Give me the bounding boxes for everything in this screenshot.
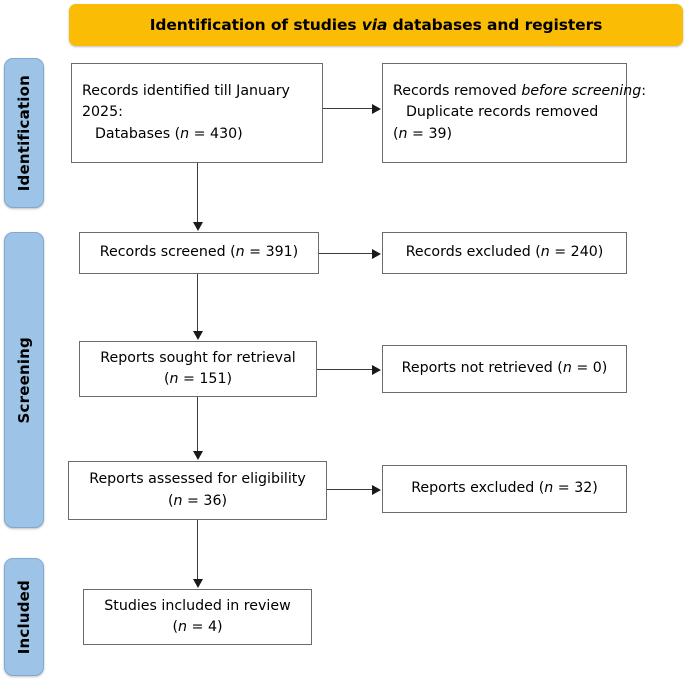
stage-label-identification-text: Identification xyxy=(15,74,33,192)
node-reports-assessed-line2-suffix: = 36) xyxy=(182,492,228,509)
node-records-identified-line3: Databases (n = 430) xyxy=(82,124,312,145)
node-records-identified-line3-italic: n xyxy=(180,125,190,142)
node-records-removed: Records removed before screening: Duplic… xyxy=(382,63,646,163)
diagram-header-banner: Identification of studies via databases … xyxy=(69,4,683,46)
node-reports-assessed: Reports assessed for eligibility (n = 36… xyxy=(68,461,327,520)
node-reports-not-retrieved-line1-suffix: = 0) xyxy=(571,360,608,377)
stage-label-included: Included xyxy=(4,558,44,676)
node-reports-assessed-line1: Reports assessed for eligibility xyxy=(89,471,306,488)
stage-label-screening: Screening xyxy=(4,232,44,528)
node-records-identified-line1: Records identified till January xyxy=(82,83,290,100)
node-reports-not-retrieved-line1-italic: n xyxy=(562,360,572,377)
node-studies-included-line2: (n = 4) xyxy=(172,617,222,638)
node-studies-included-line2-suffix: = 4) xyxy=(187,619,223,635)
connector-screened-to-excluded xyxy=(319,253,373,254)
connector-assessed-to-excluded xyxy=(327,489,373,490)
arrowhead-down-icon xyxy=(193,222,203,231)
node-records-identified-line3-prefix: Databases ( xyxy=(95,125,181,142)
diagram-title-prefix: Identification of studies xyxy=(149,16,362,34)
node-records-screened-line1: Records screened (n = 391) xyxy=(100,242,298,263)
node-studies-included: Studies included in review (n = 4) xyxy=(83,589,312,645)
node-records-identified-line2: 2025: xyxy=(82,104,123,121)
node-records-excluded-line1-suffix: = 240) xyxy=(549,244,604,261)
node-records-screened-line1-prefix: Records screened ( xyxy=(99,244,236,261)
node-reports-assessed-line2-italic: n xyxy=(173,492,183,509)
connector-screened-to-sought xyxy=(197,274,198,334)
node-records-excluded-line1-prefix: Records excluded ( xyxy=(405,244,541,261)
node-records-removed-line1: Records removed before screening: xyxy=(393,81,646,102)
diagram-title-suffix: databases and registers xyxy=(387,16,603,34)
arrowhead-down-icon xyxy=(193,331,203,340)
node-records-removed-line1-italic: before screening xyxy=(521,83,642,100)
node-studies-included-line2-prefix: ( xyxy=(172,619,179,635)
connector-assessed-to-included xyxy=(197,520,198,582)
node-reports-not-retrieved-line1-prefix: Reports not retrieved ( xyxy=(401,360,563,377)
node-records-excluded: Records excluded (n = 240) xyxy=(382,232,627,274)
arrowhead-right-icon xyxy=(372,249,381,259)
arrowhead-down-icon xyxy=(193,451,203,460)
node-reports-excluded-line1-prefix: Reports excluded ( xyxy=(411,480,545,497)
arrowhead-right-icon xyxy=(372,104,381,114)
stage-label-identification: Identification xyxy=(4,58,44,208)
node-studies-included-line1: Studies included in review xyxy=(104,597,291,614)
connector-identified-to-screened xyxy=(197,163,198,225)
diagram-title-italic: via xyxy=(361,16,388,34)
node-studies-included-line2-italic: n xyxy=(178,619,188,635)
node-records-screened: Records screened (n = 391) xyxy=(79,232,319,274)
node-records-identified: Records identified till January 2025: Da… xyxy=(71,63,323,163)
node-reports-sought-line1: Reports sought for retrieval xyxy=(100,349,296,366)
node-reports-assessed-line2: (n = 36) xyxy=(168,491,227,512)
node-reports-excluded-line1-italic: n xyxy=(544,480,554,497)
node-records-removed-line3-suffix: = 39) xyxy=(407,125,453,142)
node-reports-not-retrieved: Reports not retrieved (n = 0) xyxy=(382,345,627,393)
arrowhead-right-icon xyxy=(372,365,381,375)
stage-label-screening-text: Screening xyxy=(15,336,33,424)
node-records-removed-line1-prefix: Records removed xyxy=(393,83,522,100)
node-reports-sought: Reports sought for retrieval (n = 151) xyxy=(79,341,317,397)
node-records-screened-line1-italic: n xyxy=(235,244,245,261)
connector-sought-to-not-retrieved xyxy=(317,369,373,370)
node-records-removed-line3: (n = 39) xyxy=(393,124,616,145)
node-records-screened-line1-suffix: = 391) xyxy=(244,244,299,261)
arrowhead-right-icon xyxy=(372,485,381,495)
node-reports-excluded: Reports excluded (n = 32) xyxy=(382,465,627,513)
node-reports-assessed-line2-prefix: ( xyxy=(167,492,174,509)
node-records-removed-line3-italic: n xyxy=(398,125,408,142)
node-reports-sought-line2-prefix: ( xyxy=(163,371,170,387)
node-records-removed-line1-suffix: : xyxy=(641,83,646,100)
node-records-identified-line3-suffix: = 430) xyxy=(189,125,243,142)
node-reports-sought-line2: (n = 151) xyxy=(164,369,232,390)
connector-sought-to-assessed xyxy=(197,397,198,454)
arrowhead-down-icon xyxy=(193,579,203,588)
node-reports-excluded-line1: Reports excluded (n = 32) xyxy=(411,478,598,499)
node-reports-not-retrieved-line1: Reports not retrieved (n = 0) xyxy=(402,358,608,379)
node-records-removed-line3-prefix: ( xyxy=(393,125,399,142)
node-records-excluded-line1: Records excluded (n = 240) xyxy=(406,242,604,263)
node-records-excluded-line1-italic: n xyxy=(540,244,550,261)
node-reports-excluded-line1-suffix: = 32) xyxy=(553,480,598,497)
node-records-removed-line2: Duplicate records removed xyxy=(406,104,599,121)
diagram-title: Identification of studies via databases … xyxy=(150,16,603,34)
node-reports-sought-line2-italic: n xyxy=(169,371,179,387)
stage-label-included-text: Included xyxy=(15,579,33,655)
node-reports-sought-line2-suffix: = 151) xyxy=(178,371,233,387)
connector-identified-to-removed xyxy=(323,108,373,109)
